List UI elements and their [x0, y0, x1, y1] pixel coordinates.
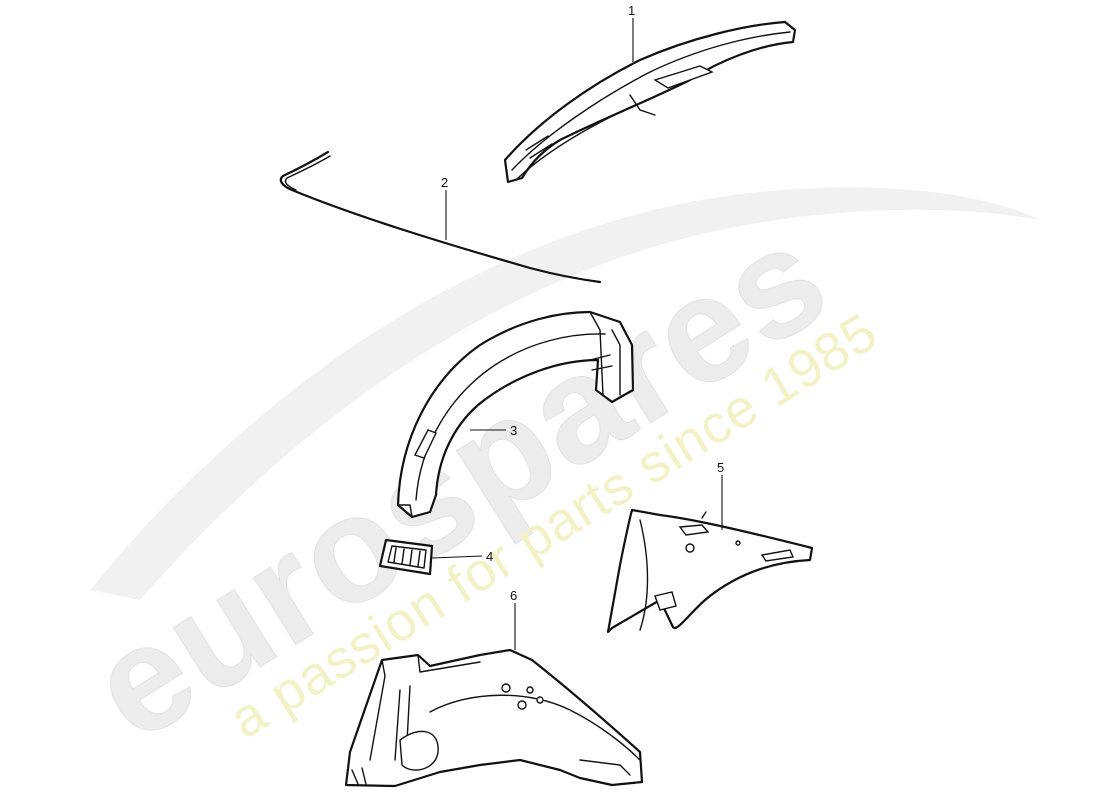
part-1-upper-panel[interactable] — [503, 20, 797, 184]
part-5-side-panel[interactable] — [606, 508, 814, 634]
leader-lines — [431, 18, 723, 650]
part-2-rod[interactable] — [279, 150, 602, 284]
part-4-bracket[interactable] — [378, 538, 434, 576]
callout-4[interactable]: 4 — [486, 549, 493, 564]
callout-5[interactable]: 5 — [717, 460, 724, 475]
callout-3[interactable]: 3 — [510, 423, 517, 438]
leader-4 — [431, 555, 483, 559]
callout-1[interactable]: 1 — [628, 3, 635, 18]
part-3-wheel-arch[interactable] — [396, 310, 635, 519]
part-6-inner-structure[interactable] — [344, 648, 644, 788]
callouts: 1 2 3 4 5 6 — [441, 3, 724, 603]
callout-2[interactable]: 2 — [441, 175, 448, 190]
watermark-swoosh — [90, 187, 1040, 600]
callout-6[interactable]: 6 — [510, 588, 517, 603]
